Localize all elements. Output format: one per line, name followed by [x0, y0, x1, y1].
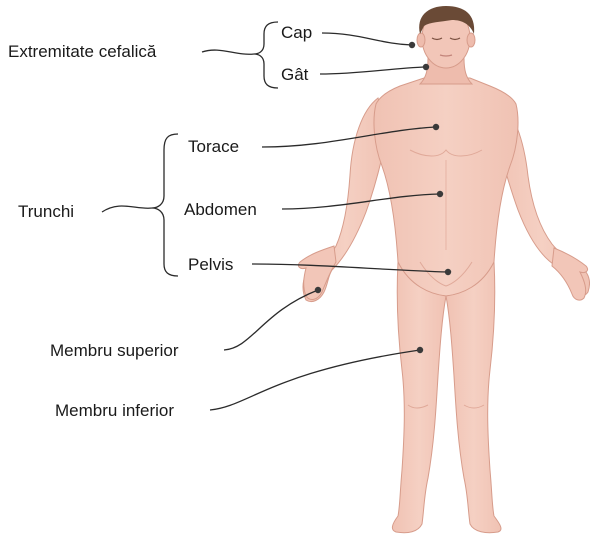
line-membru-superior — [224, 290, 318, 350]
brace-extremitate-cefalica — [254, 22, 278, 88]
label-pelvis: Pelvis — [188, 256, 233, 273]
right-ear — [467, 33, 475, 47]
left-leg — [392, 262, 446, 533]
label-cap: Cap — [281, 24, 312, 41]
line-gat — [320, 67, 426, 74]
label-abdomen: Abdomen — [184, 201, 257, 218]
label-torace: Torace — [188, 138, 239, 155]
line-cap — [322, 33, 412, 45]
marker-membru-inferior — [417, 347, 423, 353]
marker-membru-superior — [315, 287, 321, 293]
marker-pelvis — [445, 269, 451, 275]
line-membru-inferior — [210, 350, 420, 410]
label-extremitate-cefalica: Extremitate cefalică — [8, 43, 156, 60]
human-figure — [298, 6, 589, 533]
line-trunchi — [102, 206, 152, 212]
brace-trunchi — [152, 134, 178, 276]
right-leg — [446, 262, 501, 533]
label-membru-inferior: Membru inferior — [55, 402, 174, 419]
marker-cap — [409, 42, 415, 48]
marker-torace — [433, 124, 439, 130]
left-ear — [417, 33, 425, 47]
marker-gat — [423, 64, 429, 70]
line-extremitate-cefalica — [202, 50, 254, 54]
label-gat: Gât — [281, 66, 308, 83]
marker-abdomen — [437, 191, 443, 197]
label-trunchi: Trunchi — [18, 203, 74, 220]
label-membru-superior: Membru superior — [50, 342, 179, 359]
